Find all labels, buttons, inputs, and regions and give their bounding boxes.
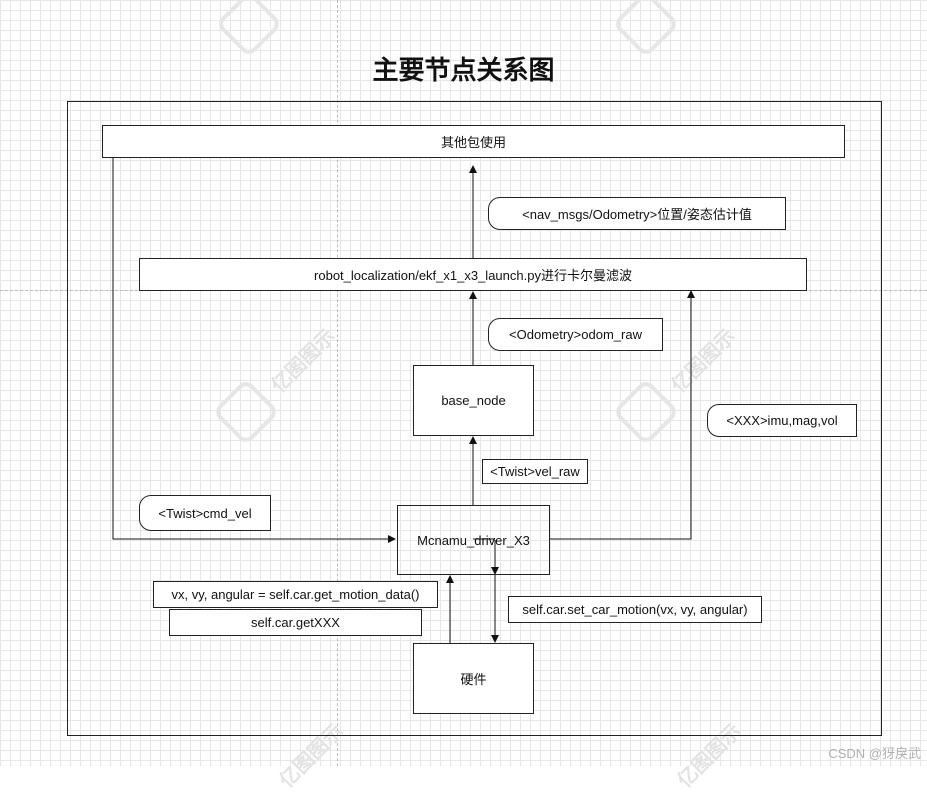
edge-driver-to-robot-imu[interactable] (549, 290, 695, 540)
edge-other-to-driver[interactable] (112, 158, 396, 543)
label-cmd-vel[interactable]: <Twist>cmd_vel (139, 495, 271, 531)
node-base-node[interactable]: base_node (413, 365, 534, 436)
label-nav-msgs[interactable]: <nav_msgs/Odometry>位置/姿态估计值 (488, 197, 786, 230)
diagram-frame[interactable] (67, 101, 882, 736)
guide-line-vertical (337, 0, 338, 766)
connector-layer (112, 158, 695, 643)
diagram-title: 主要节点关系图 (372, 55, 555, 85)
label-imu-mag-vol[interactable]: <XXX>imu,mag,vol (707, 404, 857, 437)
node-driver[interactable]: Mcnamu_driver_X3 (397, 505, 550, 575)
label-odom-raw[interactable]: <Odometry>odom_raw (488, 318, 663, 351)
node-other-packages[interactable]: 其他包使用 (102, 125, 845, 158)
node-robot-localization[interactable]: robot_localization/ekf_x1_x3_launch.py进行… (139, 258, 807, 291)
label-get-motion-data[interactable]: vx, vy, angular = self.car.get_motion_da… (153, 581, 438, 608)
footer-credit: CSDN @犽戾武 (828, 746, 921, 761)
node-hardware[interactable]: 硬件 (413, 643, 534, 714)
label-set-car-motion[interactable]: self.car.set_car_motion(vx, vy, angular) (508, 596, 762, 623)
label-twist-vel-raw[interactable]: <Twist>vel_raw (482, 459, 588, 484)
label-get-xxx[interactable]: self.car.getXXX (169, 609, 422, 636)
